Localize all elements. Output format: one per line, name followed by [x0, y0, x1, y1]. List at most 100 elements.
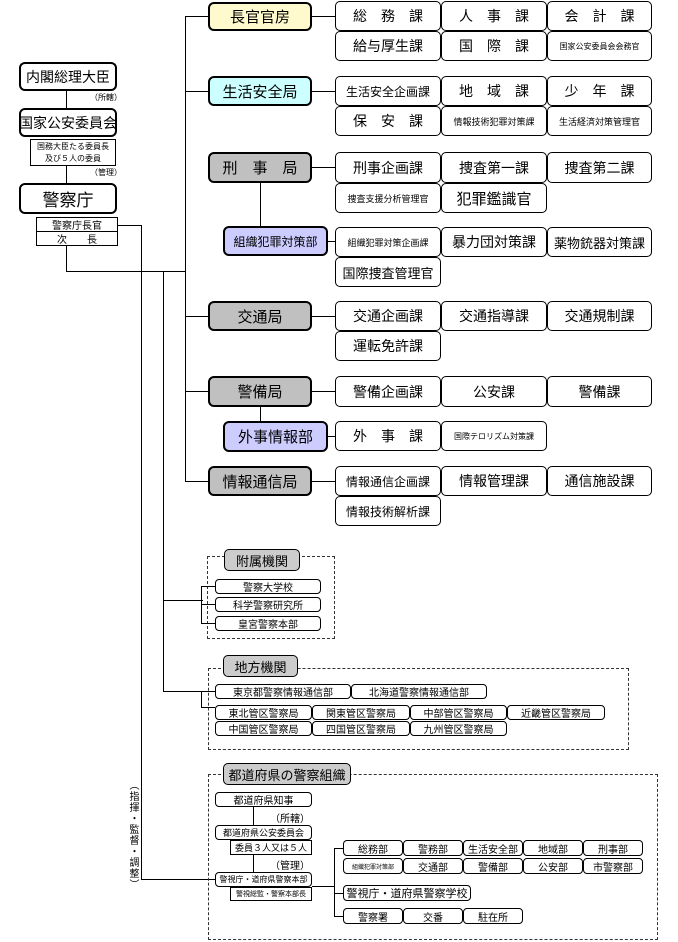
division-box[interactable]: 捜査第一課: [441, 152, 547, 183]
affiliated-item[interactable]: 皇宮警察本部: [215, 616, 321, 631]
pref-dept[interactable]: 総務部: [343, 840, 403, 856]
koban-box[interactable]: 交番: [403, 908, 463, 924]
connector: [185, 91, 208, 92]
division-box[interactable]: 情報管理課: [441, 466, 547, 496]
pref-dept[interactable]: 組織犯罪対策部: [343, 858, 403, 874]
division-box[interactable]: 国 際 課: [441, 31, 547, 61]
division-box[interactable]: 保 安 課: [335, 106, 441, 136]
division-box[interactable]: 交通指導課: [441, 301, 547, 331]
pref-dept[interactable]: 公安部: [523, 858, 583, 874]
division-box[interactable]: 国家公安委員会会務官: [547, 31, 652, 61]
commissioner-box: 警察庁長官: [36, 217, 118, 232]
division-box[interactable]: 刑事企画課: [335, 152, 441, 183]
cabinet-pm-box: 内閣総理大臣: [19, 62, 117, 91]
regional-item[interactable]: 北海道警察情報通信部: [351, 684, 487, 699]
police-station-box[interactable]: 警察署: [343, 908, 403, 924]
connector: [312, 167, 335, 168]
regional-item[interactable]: 東北管区警察局: [215, 705, 312, 720]
regional-item[interactable]: 中部管区警察局: [410, 705, 507, 720]
affiliated-item[interactable]: 警察大学校: [215, 579, 321, 594]
division-box[interactable]: 国際捜査管理官: [335, 257, 441, 287]
regional-title: 地方機関: [223, 655, 298, 677]
connector: [328, 436, 335, 437]
prefectural-title: 都道府県の警察組織: [223, 763, 351, 785]
connector: [312, 391, 335, 392]
regional-item[interactable]: 四国管区警察局: [312, 721, 410, 736]
npsc-members-line2: 及び５人の委員: [45, 154, 101, 163]
governor-box[interactable]: 都道府県知事: [215, 792, 312, 807]
connector: [260, 183, 261, 226]
division-box[interactable]: 会 計 課: [547, 1, 652, 31]
pref-hq-box[interactable]: 警視庁・道府県警察本部: [215, 872, 312, 887]
division-box[interactable]: 地 域 課: [441, 76, 547, 106]
connector: [312, 316, 335, 317]
division-box[interactable]: 情報技術解析課: [335, 496, 441, 526]
pref-dept[interactable]: 地域部: [523, 840, 583, 856]
division-box[interactable]: 犯罪鑑識官: [441, 183, 547, 213]
division-box[interactable]: 情報技術犯罪対策課: [441, 106, 547, 136]
regional-item[interactable]: 東京都警察情報通信部: [215, 684, 351, 699]
division-box[interactable]: 警備課: [547, 376, 652, 407]
bureau-community-safety[interactable]: 生活安全局: [208, 76, 312, 106]
connector: [334, 893, 343, 894]
affiliated-item[interactable]: 科学警察研究所: [215, 597, 321, 612]
dept-organized-crime[interactable]: 組織犯罪対策部: [223, 226, 328, 256]
division-box[interactable]: 少 年 課: [547, 76, 652, 106]
division-box[interactable]: 公安課: [441, 376, 547, 407]
connector: [141, 225, 142, 879]
connector: [201, 691, 202, 707]
division-box[interactable]: 薬物銃器対策課: [547, 227, 652, 257]
bureau-secretariat[interactable]: 長官官房: [208, 2, 312, 31]
division-box[interactable]: 捜査支援分析管理官: [335, 183, 441, 213]
bureau-criminal-affairs[interactable]: 刑 事 局: [208, 152, 312, 183]
division-box[interactable]: 生活安全企画課: [335, 76, 441, 106]
connector: [334, 848, 343, 849]
division-box[interactable]: 人 事 課: [441, 1, 547, 31]
division-box[interactable]: 通信施設課: [547, 466, 652, 496]
connector: [66, 166, 67, 183]
connector: [185, 481, 208, 482]
regional-item[interactable]: 近畿管区警察局: [507, 705, 605, 720]
psc-members-box: 委員３人又は５人: [230, 840, 312, 855]
division-box[interactable]: 組織犯罪対策企画課: [335, 227, 441, 257]
chuzaisho-box[interactable]: 駐在所: [463, 908, 523, 924]
pref-dept[interactable]: 市警察部: [583, 858, 643, 874]
dept-foreign-affairs[interactable]: 外事情報部: [223, 421, 328, 452]
bureau-security[interactable]: 警備局: [208, 376, 312, 407]
regional-frame: [208, 668, 629, 750]
division-box[interactable]: 交通規制課: [547, 301, 652, 331]
pref-dept[interactable]: 交通部: [403, 858, 463, 874]
bureau-traffic[interactable]: 交通局: [208, 301, 312, 331]
management-note: （管理）: [90, 168, 122, 177]
regional-item[interactable]: 関東管区警察局: [312, 705, 410, 720]
command-note: （指揮・監督・調整）: [127, 780, 138, 890]
regional-item[interactable]: 中国管区警察局: [215, 721, 312, 736]
prefectural-frame: [208, 774, 658, 940]
connector: [185, 316, 208, 317]
division-box[interactable]: 情報通信企画課: [335, 466, 441, 496]
division-box[interactable]: 警備企画課: [335, 376, 441, 407]
division-box[interactable]: 交通企画課: [335, 301, 441, 331]
connector: [312, 16, 335, 17]
connector: [66, 91, 67, 109]
division-box[interactable]: 外 事 課: [335, 421, 441, 451]
police-school-box[interactable]: 警視庁・道府県警察学校: [343, 885, 471, 901]
division-box[interactable]: 暴力団対策課: [441, 227, 547, 257]
pref-dept[interactable]: 警務部: [403, 840, 463, 856]
connector: [201, 707, 215, 708]
division-box[interactable]: 運転免許課: [335, 331, 441, 361]
psc-box[interactable]: 都道府県公安委員会: [215, 825, 312, 840]
connector: [201, 691, 215, 692]
bureau-info-comm[interactable]: 情報通信局: [208, 466, 312, 496]
pref-dept[interactable]: 生活安全部: [463, 840, 523, 856]
pref-dept[interactable]: 警備部: [463, 858, 523, 874]
division-box[interactable]: 総 務 課: [335, 1, 441, 31]
division-box[interactable]: 給与厚生課: [335, 31, 441, 61]
connector: [334, 916, 343, 917]
regional-item[interactable]: 九州管区警察局: [410, 721, 507, 736]
pref-dept[interactable]: 刑事部: [583, 840, 643, 856]
division-box[interactable]: 捜査第二課: [547, 152, 652, 183]
division-box[interactable]: 生活経済対策管理官: [547, 106, 652, 136]
division-box[interactable]: 国際テロリズム対策課: [441, 421, 547, 451]
connector: [185, 391, 208, 392]
